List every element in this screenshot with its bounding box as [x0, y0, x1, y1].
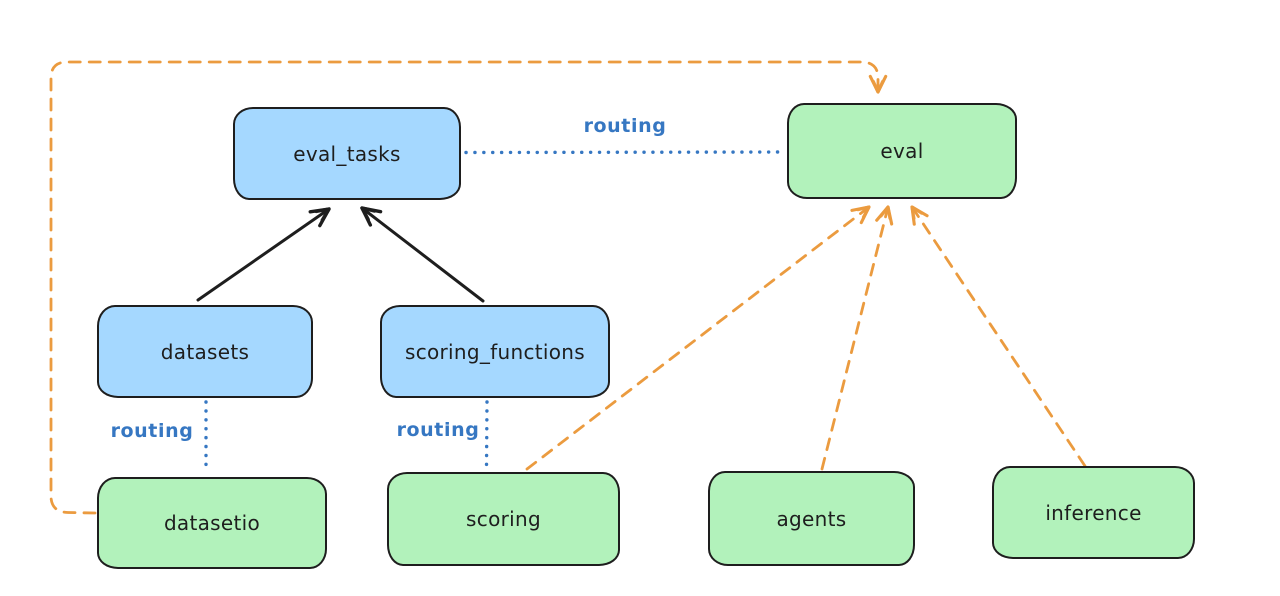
edge-scoring-to-eval — [525, 205, 871, 471]
edge-scoring-functions-to-eval-tasks — [360, 206, 485, 303]
node-inference-label: inference — [1045, 500, 1142, 525]
node-eval-tasks-label: eval_tasks — [293, 141, 401, 166]
node-datasets-label: datasets — [160, 339, 250, 364]
node-scoring-functions: scoring_functions — [380, 305, 610, 398]
edge-datasets-to-eval-tasks — [196, 207, 331, 302]
edge-label-routing-datasets: routing — [110, 420, 194, 442]
node-scoring-functions-label: scoring_functions — [404, 339, 586, 364]
node-datasetio-label: datasetio — [163, 511, 261, 535]
edge-label-routing-scoring: routing — [396, 419, 480, 441]
edge-routing-eval-tasks-to-eval — [464, 150, 785, 155]
node-agents: agents — [708, 471, 915, 566]
edge-routing-scoring-functions-to-scoring — [484, 400, 489, 470]
edge-datasetio-to-eval-loop — [49, 60, 888, 515]
node-agents-label: agents — [776, 506, 847, 531]
edge-agents-to-eval — [820, 205, 894, 471]
node-scoring: scoring — [387, 472, 620, 566]
edge-label-routing-top: routing — [583, 115, 667, 137]
node-datasets: datasets — [97, 305, 313, 398]
node-inference: inference — [992, 466, 1195, 559]
node-eval-tasks: eval_tasks — [233, 107, 461, 200]
node-scoring-label: scoring — [466, 507, 541, 531]
node-eval: eval — [787, 103, 1017, 199]
node-eval-label: eval — [880, 139, 924, 163]
edge-inference-to-eval — [910, 205, 1087, 468]
node-datasetio: datasetio — [97, 477, 327, 569]
